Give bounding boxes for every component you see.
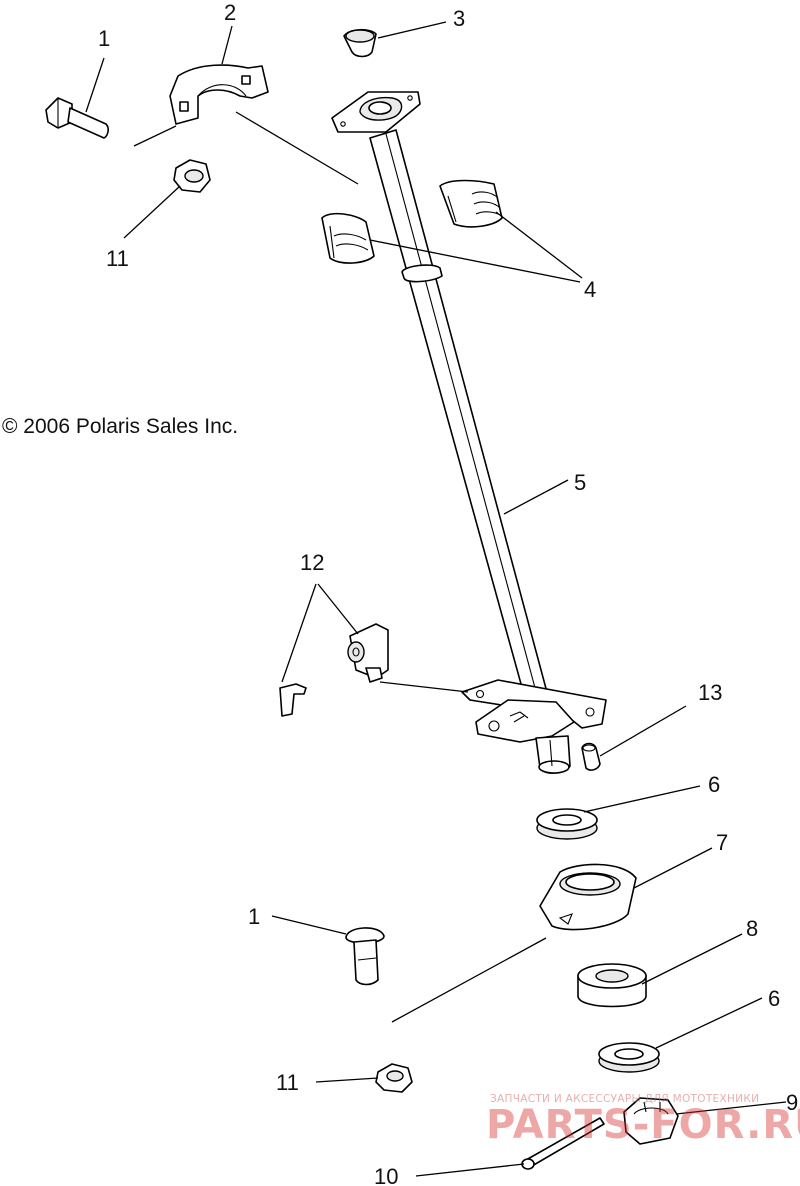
washer-lower [598,1042,660,1073]
steering-post [331,91,607,774]
cotter-pin [521,1117,605,1170]
callout-11-top: 11 [106,246,129,271]
callout-4: 4 [584,277,596,302]
copyright-notice: © 2006 Polaris Sales Inc. [2,415,238,438]
bearing-housing [539,863,637,931]
callout-10: 10 [374,1164,398,1186]
callout-8: 8 [746,916,758,941]
watermark-brand: PARTS-FOR.RU [486,1102,800,1148]
clamp [169,64,269,125]
nut-top [173,159,211,193]
castle-nut [623,1097,679,1145]
callout-7: 7 [716,830,728,855]
bolt-lower [345,927,385,986]
callout-2: 2 [224,0,236,25]
callout-11-bottom: 11 [276,1070,299,1095]
bolt-top [45,97,109,139]
callout-5: 5 [574,470,586,495]
callout-9: 9 [786,1090,798,1115]
callout-6-lower: 6 [768,986,780,1011]
leader-lines [85,21,787,1177]
nut-lower [375,1063,413,1093]
callout-6-upper: 6 [708,772,720,797]
callout-12: 12 [300,550,324,575]
bushing-ring [577,963,647,1008]
callout-13: 13 [698,680,722,705]
bushing-cap [343,28,377,58]
callout-1-top: 1 [98,26,110,51]
watermark-tagline: ЗАПЧАСТИ И АКСЕССУАРЫ ДЛЯ МОТОТЕХНИКИ [490,1093,759,1105]
callout-3: 3 [453,6,465,31]
callout-1-bottom: 1 [248,904,260,929]
watermark: ЗАПЧАСТИ И АКСЕССУАРЫ ДЛЯ МОТОТЕХНИКИ PA… [486,1093,800,1148]
bushing-halves [321,179,503,264]
fitting [581,742,601,771]
key-switch [279,623,389,717]
washer-upper [536,808,598,840]
callout-labels: 1 2 3 4 5 6 7 8 6 9 10 11 11 12 13 1 [98,0,798,1186]
